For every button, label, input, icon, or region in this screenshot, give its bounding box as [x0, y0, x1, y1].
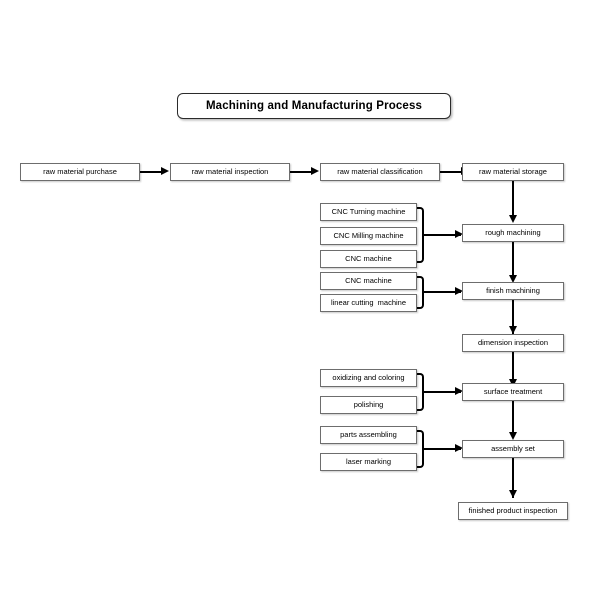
node-rough-machining[interactable]: rough machining: [462, 224, 564, 242]
edge-dimension-inspection-to-surface-treatment: [512, 352, 514, 387]
node-label: raw material classification: [337, 167, 423, 177]
edge-cnc-group2-to-finish-machining: [423, 291, 461, 293]
edge-assembly-group-to-assembly-set: [423, 448, 461, 450]
edge-inspection-to-classification: [290, 171, 313, 173]
node-raw-material-storage[interactable]: raw material storage: [462, 163, 564, 181]
node-label: CNC machine: [345, 254, 392, 264]
edge-classification-to-storage: [440, 171, 463, 173]
node-label: CNC Turning machine: [331, 207, 406, 217]
node-label: finish machining: [486, 286, 540, 296]
arrowhead-surface-treatment-to-assembly-set: [508, 432, 517, 440]
node-dimension-inspection[interactable]: dimension inspection: [462, 334, 564, 352]
arrowhead-purchase-to-inspection: [161, 167, 169, 175]
node-label: raw material inspection: [191, 167, 269, 177]
arrowhead-cnc-group-to-rough-machining: [455, 230, 463, 238]
node-raw-material-inspection[interactable]: raw material inspection: [170, 163, 290, 181]
arrowhead-inspection-to-classification: [311, 167, 319, 175]
node-label: laser marking: [345, 457, 391, 467]
node-assembly-set[interactable]: assembly set: [462, 440, 564, 458]
node-label: CNC machine: [345, 276, 392, 286]
edge-surface-group-to-surface-treatment: [423, 391, 461, 393]
edge-rough-to-finish-machining: [512, 242, 514, 280]
node-cnc-machine-1[interactable]: CNC machine: [320, 250, 417, 268]
diagram-title-text: Machining and Manufacturing Process: [205, 100, 423, 112]
node-label: parts assembling: [340, 430, 397, 440]
node-label: dimension inspection: [477, 338, 549, 348]
node-oxidizing-and-coloring[interactable]: oxidizing and coloring: [320, 369, 417, 387]
edge-cnc-group-to-rough-machining: [423, 234, 461, 236]
node-cnc-machine-2[interactable]: CNC machine: [320, 272, 417, 290]
node-label: linear cutting machine: [330, 298, 407, 308]
node-cnc-turning-machine[interactable]: CNC Turning machine: [320, 203, 417, 221]
arrowhead-surface-group-to-surface-treatment: [455, 387, 463, 395]
edge-purchase-to-inspection: [140, 171, 163, 173]
arrowhead-assembly-group-to-assembly-set: [455, 444, 463, 452]
node-laser-marking[interactable]: laser marking: [320, 453, 417, 471]
diagram-title: Machining and Manufacturing Process: [177, 93, 451, 119]
node-label: surface treatment: [483, 387, 543, 397]
node-polishing[interactable]: polishing: [320, 396, 417, 414]
edge-finish-to-dimension-inspection: [512, 300, 514, 334]
node-raw-material-purchase[interactable]: raw material purchase: [20, 163, 140, 181]
node-parts-assembling[interactable]: parts assembling: [320, 426, 417, 444]
edge-storage-to-rough-machining: [512, 181, 514, 220]
node-raw-material-classification[interactable]: raw material classification: [320, 163, 440, 181]
node-linear-cutting-machine[interactable]: linear cutting machine: [320, 294, 417, 312]
node-label: raw material storage: [479, 167, 547, 177]
node-label: finished product inspection: [468, 506, 558, 516]
node-finish-machining[interactable]: finish machining: [462, 282, 564, 300]
node-label: rough machining: [485, 228, 541, 238]
arrowhead-cnc-group2-to-finish-machining: [455, 287, 463, 295]
arrowhead-assembly-set-to-finished-product-inspection: [508, 490, 517, 498]
node-finished-product-inspection[interactable]: finished product inspection: [458, 502, 568, 520]
arrowhead-storage-to-rough-machining: [508, 215, 517, 223]
node-cnc-milling-machine[interactable]: CNC Milling machine: [320, 227, 417, 245]
node-label: polishing: [353, 400, 384, 410]
node-surface-treatment[interactable]: surface treatment: [462, 383, 564, 401]
edge-surface-treatment-to-assembly-set: [512, 401, 514, 438]
node-label: oxidizing and coloring: [332, 373, 405, 383]
edge-assembly-set-to-finished-product-inspection: [512, 458, 514, 498]
node-label: raw material purchase: [43, 167, 117, 177]
node-label: CNC Milling machine: [333, 231, 404, 241]
arrowhead-rough-to-finish-machining: [508, 275, 517, 283]
node-label: assembly set: [491, 444, 535, 454]
arrowhead-finish-to-dimension-inspection: [508, 326, 517, 334]
